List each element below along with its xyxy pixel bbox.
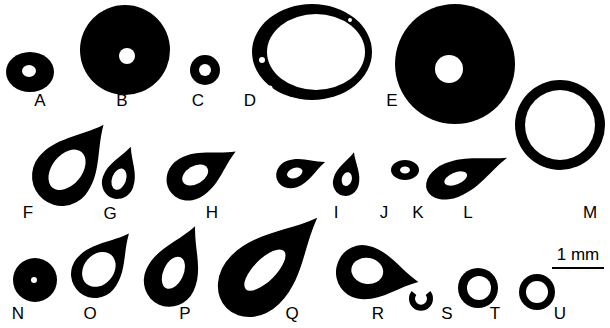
panel-letter: A <box>34 92 45 109</box>
section-i <box>272 149 330 193</box>
section-o <box>61 218 147 308</box>
section-q <box>203 194 342 328</box>
section-c <box>190 55 220 85</box>
panel-letter: R <box>372 305 384 322</box>
scale-bar <box>552 267 604 269</box>
panel-letter: Q <box>285 305 298 322</box>
section-g <box>97 141 146 203</box>
section-u <box>519 274 555 310</box>
panel-letter: M <box>583 204 597 221</box>
section-j <box>330 149 367 199</box>
section-n <box>13 258 57 302</box>
section-d <box>252 4 372 100</box>
panel-letter: I <box>334 204 339 221</box>
panel-letter: U <box>554 305 566 322</box>
panel-letter: L <box>463 204 472 221</box>
section-l <box>420 141 514 207</box>
section-a <box>6 52 54 92</box>
panel-letter: D <box>244 92 256 109</box>
section-f <box>20 106 127 218</box>
section-e <box>395 4 515 124</box>
section-p <box>135 215 219 315</box>
panel-letter: G <box>103 205 116 222</box>
panel-letter: S <box>441 305 452 322</box>
panel-letter: N <box>12 305 24 322</box>
panel-letter: E <box>386 92 397 109</box>
panel-letter: K <box>412 204 423 221</box>
panel-letter: F <box>23 204 33 221</box>
section-t <box>458 268 498 308</box>
panel-letter: O <box>83 305 96 322</box>
scale-label: 1 mm <box>557 246 600 263</box>
panel-letter: J <box>380 204 389 221</box>
section-k <box>391 160 419 180</box>
panel-letter: C <box>192 92 204 109</box>
section-s <box>412 293 430 308</box>
panel-letter: B <box>116 92 127 109</box>
panel-letter: T <box>490 305 500 322</box>
section-b <box>80 5 170 95</box>
panel-letter: P <box>179 305 190 322</box>
panel-letter: H <box>206 204 218 221</box>
section-m <box>515 80 605 170</box>
section-h <box>158 133 247 210</box>
